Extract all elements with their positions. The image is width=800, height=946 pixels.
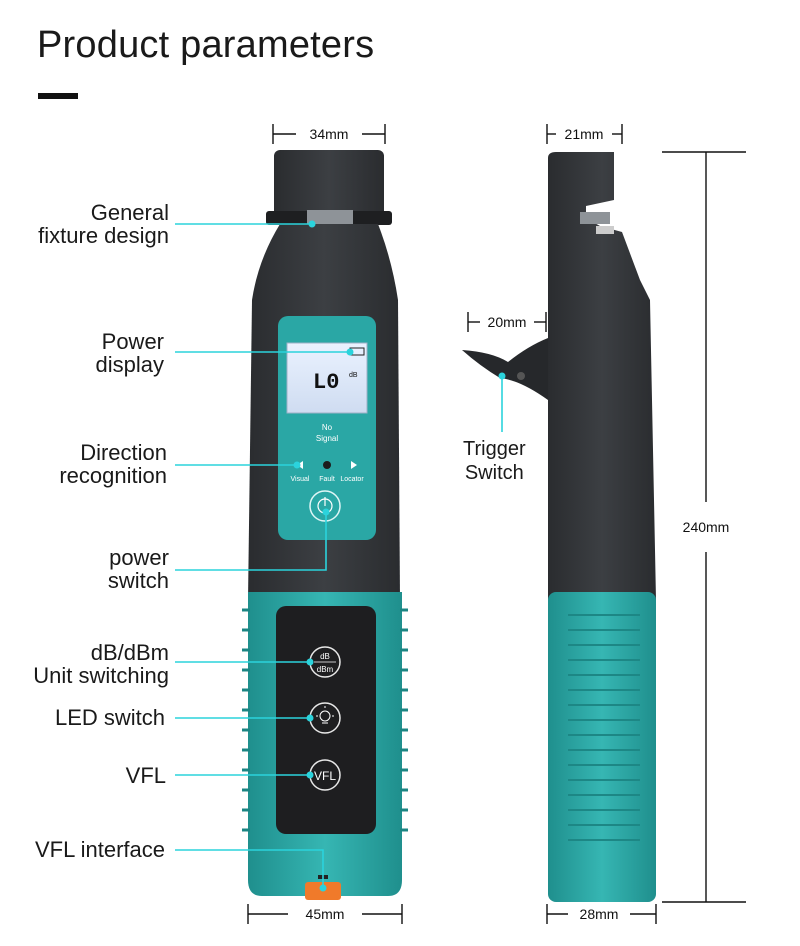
fault-led [323,461,331,469]
grip-ribs [242,608,408,832]
dim-height: 240mm [683,519,730,535]
dim-trigger: 20mm [488,314,527,330]
indicator-fault: Fault [319,476,335,483]
locator-arrow-icon [351,461,357,469]
title-underline [38,93,78,99]
dim-side-top: 21mm [565,126,604,142]
indicator-visual: Visual [291,476,310,483]
side-lower-body [548,592,656,902]
dim-side-bottom: 28mm [580,906,619,922]
dim-front-top: 34mm [310,126,349,142]
callout-vfl: VFL [125,763,166,788]
page-title: Product parameters [37,24,375,66]
fixture-head [274,150,384,220]
callout-dots [293,220,506,892]
unit-button-bottom: dBm [317,665,334,674]
status-line2: Signal [316,434,338,443]
bulb-icon [316,706,334,724]
lcd-reading: L0 [313,370,339,395]
side-upper-body [548,152,656,600]
unit-button-top: dB [320,652,330,661]
callout-lines [175,223,503,888]
side-device [462,152,656,902]
side-grip-ribs [568,614,640,841]
dim-front-bottom: 45mm [306,906,345,922]
lcd-unit: dB [349,372,358,379]
indicator-locator: Locator [340,476,364,483]
dimension-lines [247,124,746,924]
front-device: L0 dB No Signal Visual Fault Locator dB … [242,150,408,900]
callout-led-switch: LED switch [54,705,165,730]
callout-vfl-interface: VFL interface [34,837,165,862]
keypad-panel [276,606,376,834]
vfl-button-label: VFL [314,769,336,783]
trigger-switch [462,338,548,400]
status-line1: No [322,423,333,432]
